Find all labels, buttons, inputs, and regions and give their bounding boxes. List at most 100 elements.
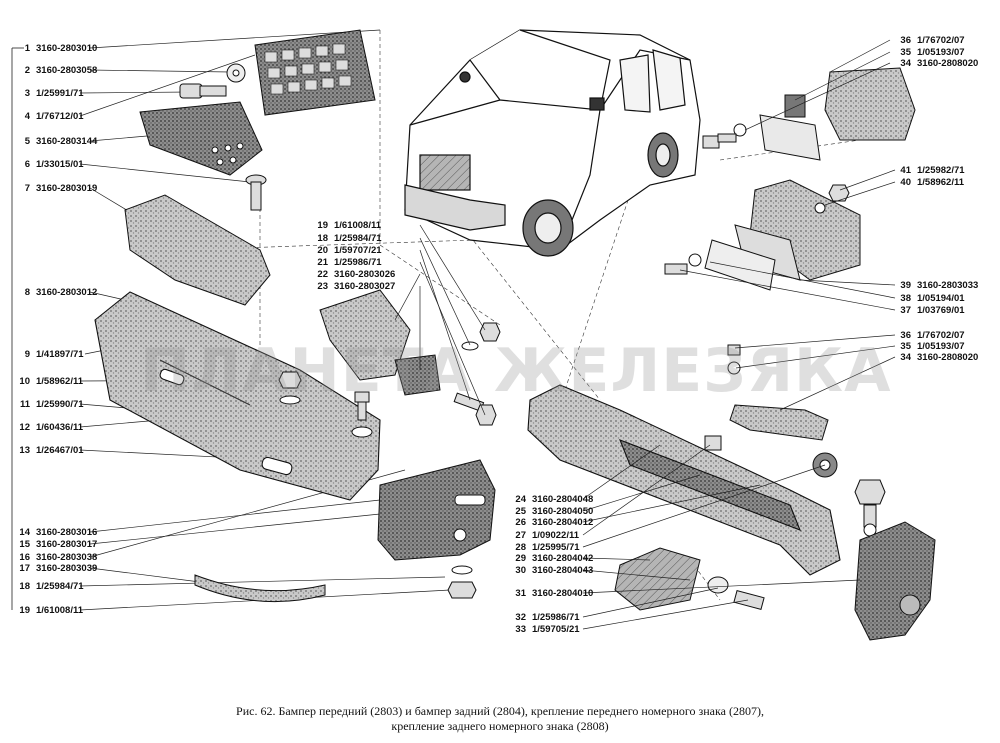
part-code: 3160-2803033 xyxy=(917,280,979,291)
part-label: 2 3160-2803058 xyxy=(12,65,98,76)
part-label: 15 3160-2803017 xyxy=(12,539,97,550)
part-code: 1/59705/21 xyxy=(532,624,580,635)
part-number: 35 xyxy=(900,341,911,352)
part-number: 36 xyxy=(900,35,911,46)
part-label: 5 3160-2803144 xyxy=(12,136,98,147)
part-code: 3160-2803019 xyxy=(36,183,98,194)
front-bumper xyxy=(94,291,381,501)
part-number: 4 xyxy=(24,111,30,122)
part-number: 26 xyxy=(515,517,526,528)
part-code: 3160-2803144 xyxy=(36,136,98,147)
part-number: 19 xyxy=(19,605,30,616)
part-number: 33 xyxy=(515,624,526,635)
part-number: 18 xyxy=(19,581,30,592)
part-number: 22 xyxy=(317,269,328,280)
part-code: 1/25991/71 xyxy=(36,88,84,99)
mounting-bracket-22 xyxy=(319,289,441,396)
part-number: 25 xyxy=(515,506,526,517)
part-code: 3160-2803058 xyxy=(36,65,98,76)
part-label: 36 1/76702/07 xyxy=(893,35,965,46)
part-code: 1/05193/07 xyxy=(917,341,965,352)
part-number: 13 xyxy=(19,445,30,456)
part-number: 7 xyxy=(24,183,30,194)
fasteners-mid xyxy=(278,371,373,438)
part-code: 1/61008/11 xyxy=(36,605,84,616)
bolt-assembly-21 xyxy=(453,322,501,426)
part-number: 19 xyxy=(317,220,328,231)
part-number: 5 xyxy=(24,136,30,147)
right-leader-lines xyxy=(394,39,896,630)
bumper-end-cap xyxy=(377,459,496,561)
rear-plate-lamp-assembly xyxy=(664,179,861,291)
part-code: 1/58962/11 xyxy=(36,376,84,387)
part-code: 1/76702/07 xyxy=(917,35,965,46)
part-number: 18 xyxy=(317,233,328,244)
assembly-dash-lines xyxy=(179,30,861,601)
rear-end-cap xyxy=(854,521,936,641)
part-number: 29 xyxy=(515,553,526,564)
part-number: 16 xyxy=(19,552,30,563)
part-number: 12 xyxy=(19,422,30,433)
part-code: 1/03769/01 xyxy=(917,305,965,316)
part-code: 3160-2804048 xyxy=(532,494,594,505)
part-number: 40 xyxy=(900,177,911,188)
bumper-bracket-7 xyxy=(124,194,271,306)
part-label: 35 1/05193/07 xyxy=(893,341,965,352)
part-code: 1/25990/71 xyxy=(36,399,84,410)
part-code: 1/05193/07 xyxy=(917,47,965,58)
part-code: 3160-2804010 xyxy=(532,588,594,599)
part-number: 37 xyxy=(900,305,911,316)
caption-line-1: Рис. 62. Бампер передний (2803) и бампер… xyxy=(236,704,764,718)
part-label: 40 1/58962/11 xyxy=(893,177,964,188)
part-code: 3160-2804043 xyxy=(532,565,594,576)
part-code: 3160-2803016 xyxy=(36,527,98,538)
front-grille-part xyxy=(254,29,376,116)
part-code: 1/58962/11 xyxy=(917,177,965,188)
part-number: 2 xyxy=(24,65,30,76)
part-number: 35 xyxy=(900,47,911,58)
part-code: 3160-2803026 xyxy=(334,269,396,280)
part-number: 41 xyxy=(900,165,911,176)
part-label: 37 1/03769/01 xyxy=(893,305,965,316)
part-code: 3160-2803012 xyxy=(36,287,98,298)
part-code: 3160-2803017 xyxy=(36,539,98,550)
part-number: 6 xyxy=(24,159,30,170)
screw-and-washer-top xyxy=(179,63,246,99)
part-number: 17 xyxy=(19,563,30,574)
part-number: 14 xyxy=(19,527,30,538)
part-number: 9 xyxy=(24,349,30,360)
part-label: 14 3160-2803016 xyxy=(12,527,97,538)
part-code: 3160-2803039 xyxy=(36,563,98,574)
part-number: 3 xyxy=(24,88,30,99)
rear-bracket-29 xyxy=(614,547,701,611)
part-code: 1/25986/71 xyxy=(334,257,382,268)
part-number: 15 xyxy=(19,539,30,550)
part-number: 20 xyxy=(317,245,328,256)
part-code: 1/25995/71 xyxy=(532,542,580,553)
part-number: 11 xyxy=(19,399,30,410)
part-number: 1 xyxy=(24,43,30,54)
part-code: 3160-2803038 xyxy=(36,552,98,563)
part-number: 36 xyxy=(900,330,911,341)
part-number: 21 xyxy=(317,257,328,268)
nut-and-washer-bottom xyxy=(447,565,477,599)
trim-strip xyxy=(194,574,326,603)
part-label: 39 3160-2803033 xyxy=(893,280,978,291)
part-number: 39 xyxy=(900,280,911,291)
part-number: 28 xyxy=(515,542,526,553)
part-number: 27 xyxy=(515,530,526,541)
